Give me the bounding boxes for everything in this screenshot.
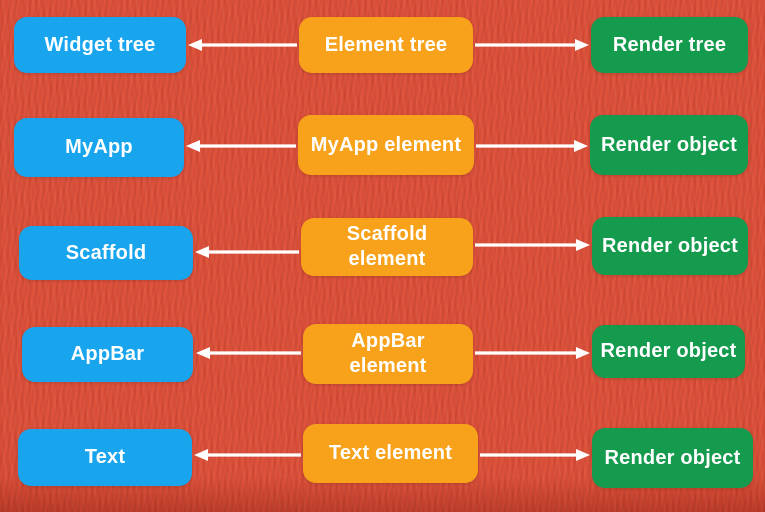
- element-to-widget-arrow: [186, 140, 296, 152]
- element-to-render-arrow: [475, 239, 590, 251]
- widget-box: AppBar: [22, 327, 193, 382]
- widget-box: Widget tree: [14, 17, 186, 73]
- element-to-widget-arrow: [196, 347, 301, 359]
- element-to-render-arrow: [480, 449, 590, 461]
- render-box: Render object: [590, 115, 748, 175]
- widget-box: Scaffold: [19, 226, 193, 280]
- element-to-render-arrow: [475, 347, 590, 359]
- element-box: AppBar element: [303, 324, 473, 384]
- element-to-render-arrow: [476, 140, 588, 152]
- element-box: Element tree: [299, 17, 473, 73]
- widget-box: Text: [18, 429, 192, 486]
- element-to-render-arrow: [475, 39, 589, 51]
- element-box: MyApp element: [298, 115, 474, 175]
- render-box: Render tree: [591, 17, 748, 73]
- render-box: Render object: [592, 428, 753, 488]
- element-to-widget-arrow: [194, 449, 301, 461]
- widget-box: MyApp: [14, 118, 184, 177]
- element-box: Scaffold element: [301, 218, 473, 276]
- element-box: Text element: [303, 424, 478, 483]
- render-box: Render object: [592, 217, 748, 275]
- element-to-widget-arrow: [188, 39, 297, 51]
- render-box: Render object: [592, 325, 745, 378]
- element-to-widget-arrow: [195, 246, 299, 258]
